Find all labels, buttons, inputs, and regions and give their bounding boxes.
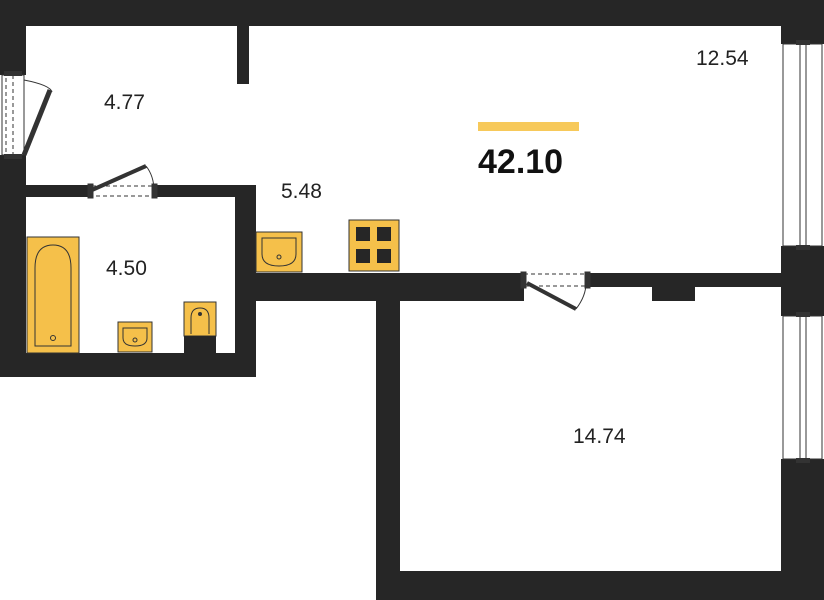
wall-right-bottom (781, 459, 824, 600)
wall-left-lower (0, 155, 26, 377)
stove-icon (348, 219, 400, 272)
wall-middle-stub (404, 287, 432, 301)
wall-bath-top-left (22, 185, 92, 197)
total-area: 42.10 (478, 143, 564, 181)
wall-bath-bottom (0, 353, 256, 377)
wall-middle-b (587, 273, 785, 287)
kitchen-sink-icon (255, 231, 303, 273)
door-entrance (5, 78, 53, 156)
wall-bath-right (235, 185, 256, 377)
room-area-hallway: 4.77 (104, 91, 145, 114)
room-area-bedroom: 14.74 (573, 425, 626, 448)
total-area-accent-bar (478, 122, 579, 131)
wall-right-top (781, 0, 824, 44)
room-area-living-room: 12.54 (696, 47, 749, 70)
wall-stub (237, 26, 249, 84)
room-area-bathroom: 4.50 (106, 257, 147, 280)
window-right-lower (782, 312, 823, 463)
bathtub-icon (26, 236, 80, 354)
room-area-kitchen: 5.48 (281, 180, 322, 203)
wall-bedroom-left (376, 287, 400, 600)
wall-bottom (376, 571, 824, 600)
window-right-upper (782, 40, 823, 250)
wall-top (0, 0, 824, 26)
window-left (1, 71, 25, 159)
bathroom-sink-icon (117, 321, 153, 353)
wall-bath-top-right (154, 185, 239, 197)
door-bedroom (520, 271, 591, 311)
toilet-icon (183, 301, 217, 353)
door-bathroom (87, 164, 158, 199)
wall-right-middle (781, 246, 824, 316)
wall-left-upper (0, 0, 26, 75)
wall-middle-stub-2 (652, 287, 695, 301)
